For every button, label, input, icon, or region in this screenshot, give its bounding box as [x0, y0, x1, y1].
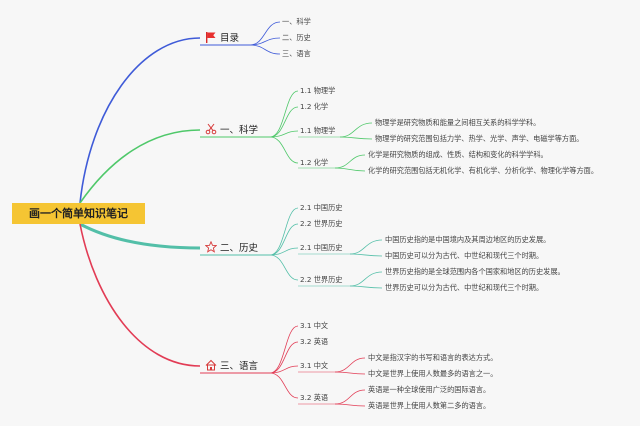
toc-item[interactable]: 三、语言 — [282, 49, 311, 58]
history-detail: 世界历史指的是全球范围内各个国家和地区的历史发展。 — [385, 267, 565, 276]
branch-history[interactable]: 二、历史 — [205, 241, 258, 256]
connector-language-3 — [269, 365, 299, 374]
language-child[interactable]: 3.2 英语 — [300, 337, 329, 346]
language-detail: 英语是一种全球使用广泛的国际语言。 — [368, 385, 491, 394]
connector-sci-4b — [334, 167, 366, 172]
connector-science-1 — [269, 90, 299, 138]
connector-his-3a — [349, 239, 383, 255]
language-detail: 英语是世界上使用人数第二多的语言。 — [368, 401, 491, 410]
history-child[interactable]: 2.2 世界历史 — [300, 275, 343, 284]
connector-science-2 — [269, 106, 299, 138]
connector-sci-3b — [339, 136, 373, 140]
connector-his-3b — [349, 253, 383, 257]
science-detail: 物理学是研究物质和能量之间相互关系的科学学科。 — [375, 118, 541, 127]
connector-his-4b — [349, 285, 383, 289]
branch-toc[interactable]: 目录 — [205, 31, 239, 46]
branch-history-label: 二、历史 — [220, 243, 259, 254]
connector-lang-4b — [334, 403, 366, 407]
connector-language-2 — [269, 341, 299, 374]
connector-root-language — [79, 223, 201, 367]
connector-history-1 — [269, 207, 299, 256]
science-detail: 化学是研究物质的组成、性质、结构和变化的科学学科。 — [368, 150, 548, 159]
connector-root-science — [79, 129, 201, 204]
connector-toc-2 — [249, 37, 281, 46]
language-detail: 中文是世界上使用人数最多的语言之一。 — [368, 369, 498, 378]
connector-lang-3a — [334, 357, 366, 373]
root-node[interactable]: 画一个简单知识笔记 — [12, 203, 145, 224]
science-child[interactable]: 1.1 物理学 — [300, 126, 336, 135]
language-child[interactable]: 3.1 中文 — [300, 361, 329, 370]
branch-toc-label: 目录 — [220, 33, 240, 44]
toc-item[interactable]: 二、历史 — [282, 33, 311, 42]
connector-root-toc — [79, 37, 201, 204]
star-icon — [205, 241, 217, 253]
history-child[interactable]: 2.1 中国历史 — [300, 243, 343, 252]
language-child[interactable]: 3.2 英语 — [300, 393, 329, 402]
connector-his-4a — [349, 271, 383, 287]
connector-root-history — [79, 222, 201, 250]
connector-science-3 — [269, 130, 299, 138]
connector-sci-3a — [339, 122, 373, 138]
science-child[interactable]: 1.1 物理学 — [300, 86, 336, 95]
branch-language[interactable]: 三、语言 — [205, 359, 258, 374]
connector-lang-4a — [334, 389, 366, 405]
connector-history-2 — [269, 223, 299, 256]
history-detail: 世界历史可以分为古代、中世纪和现代三个时期。 — [385, 283, 544, 292]
connector-toc-1 — [249, 21, 281, 46]
science-child[interactable]: 1.2 化学 — [300, 102, 329, 111]
flag-icon — [206, 32, 216, 43]
house-icon — [205, 359, 217, 371]
science-detail: 物理学的研究范围包括力学、热学、光学、声学、电磁学等方面。 — [375, 134, 584, 143]
connector-lang-3b — [334, 371, 366, 375]
connector-language-1 — [269, 325, 299, 374]
connector-sci-4a — [334, 154, 366, 169]
toc-item[interactable]: 一、科学 — [282, 17, 311, 26]
language-detail: 中文是指汉字的书写和语言的表达方式。 — [368, 353, 498, 362]
branch-science[interactable]: 一、科学 — [205, 123, 258, 138]
connector-language-4 — [269, 372, 299, 399]
scissors-icon — [205, 123, 217, 135]
science-detail: 化学的研究范围包括无机化学、有机化学、分析化学、物理化学等方面。 — [368, 166, 599, 175]
language-child[interactable]: 3.1 中文 — [300, 321, 329, 330]
connector-history-3 — [269, 247, 299, 256]
history-detail: 中国历史可以分为古代、中世纪和现代三个时期。 — [385, 251, 544, 260]
connector-science-4 — [269, 136, 299, 164]
connector-history-4 — [269, 254, 299, 281]
history-child[interactable]: 2.2 世界历史 — [300, 219, 343, 228]
branch-science-label: 一、科学 — [220, 125, 259, 136]
branch-language-label: 三、语言 — [220, 361, 259, 372]
history-child[interactable]: 2.1 中国历史 — [300, 203, 343, 212]
history-detail: 中国历史指的是中国境内及其周边地区的历史发展。 — [385, 235, 551, 244]
connector-toc-3 — [249, 44, 281, 55]
science-child[interactable]: 1.2 化学 — [300, 158, 329, 167]
